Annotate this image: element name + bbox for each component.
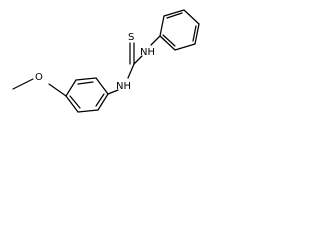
- bond-ring-oxygen: [48, 83, 67, 97]
- bond-oxygen-methyl: [12, 78, 34, 90]
- methoxyphenyl-ring: [65, 77, 109, 113]
- phenyl-ring: [159, 9, 200, 51]
- atom-label-o: O: [35, 72, 43, 83]
- bond-phenyl-nh: [150, 35, 161, 46]
- thiocarbonyl-double-bond: [129, 42, 135, 65]
- atom-label-nh-lower: NH: [116, 81, 131, 92]
- bond-nh-methoxyphenyl: [107, 89, 119, 95]
- chemical-structure-diagram: S NH NH O: [12, 9, 200, 113]
- atom-label-nh-upper: NH: [140, 47, 155, 58]
- bond-c-nh-lower: [127, 63, 135, 79]
- bond-nh-c: [133, 55, 143, 65]
- atom-label-s: S: [128, 32, 134, 43]
